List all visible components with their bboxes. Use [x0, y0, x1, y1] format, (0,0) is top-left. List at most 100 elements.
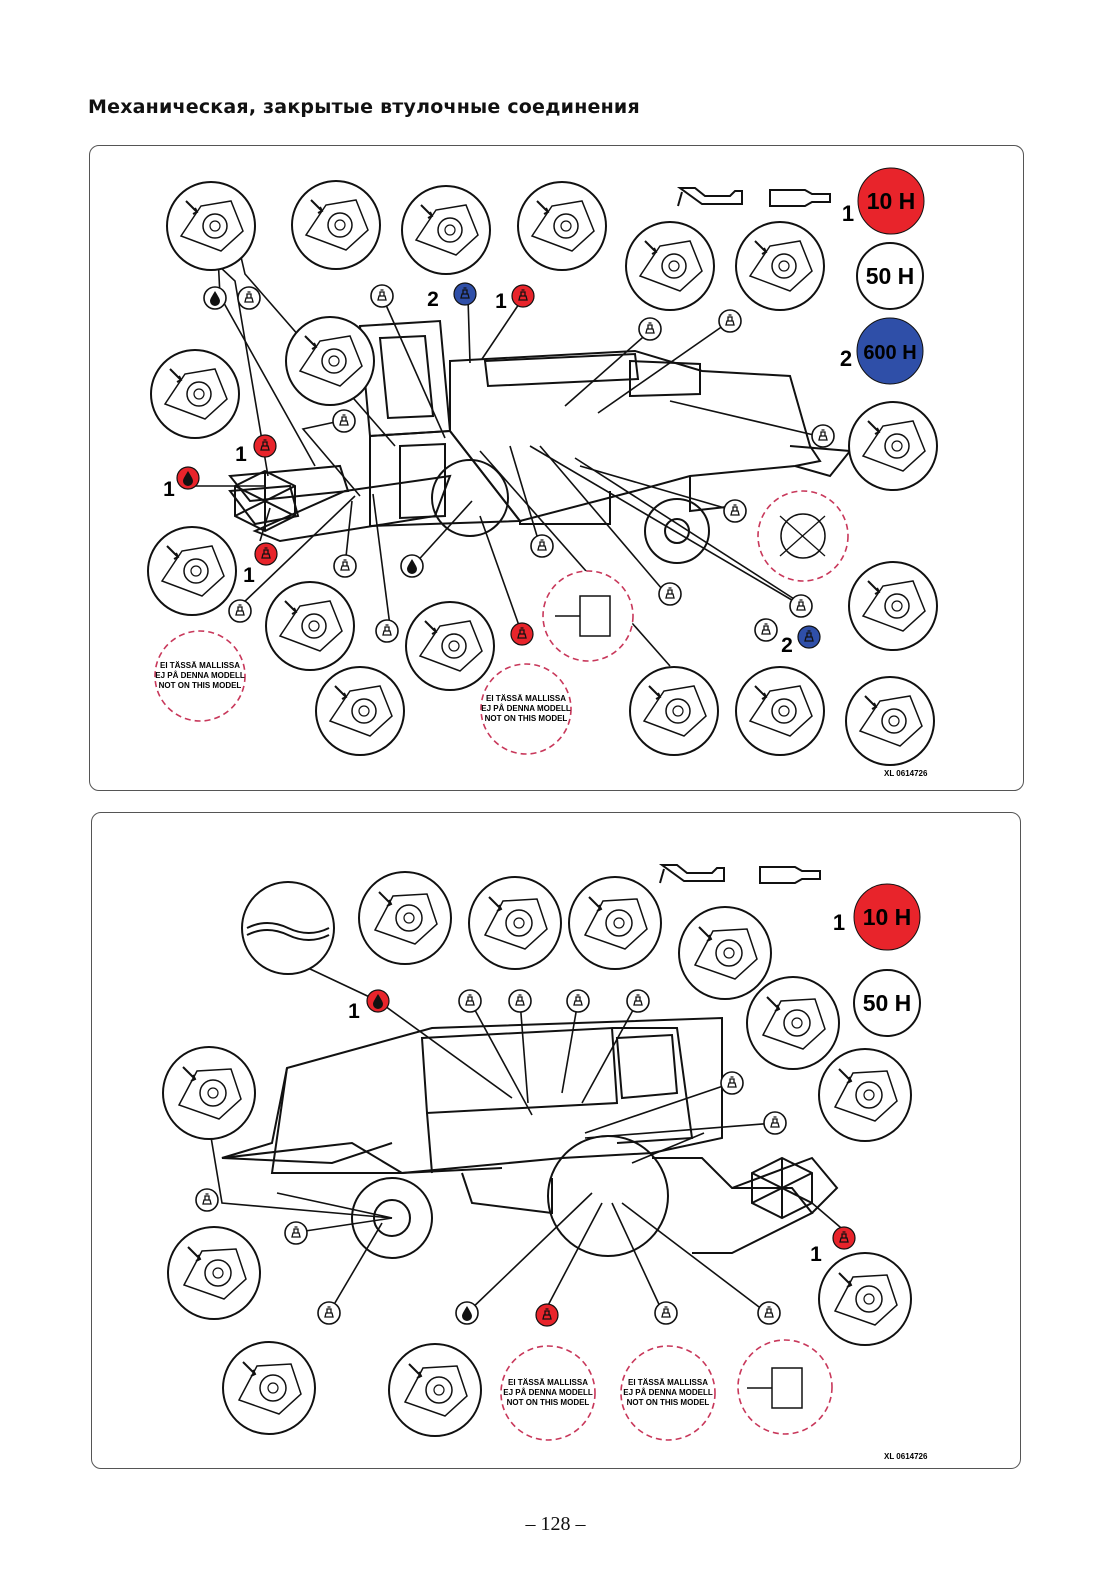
not-on-model-line-1: EI TÄSSÄ MALLISSA [486, 694, 566, 703]
grease-gun-icon [769, 189, 831, 207]
dashed-detail [737, 1339, 833, 1435]
not-on-model-left: EI TÄSSÄ MALLISSA EJ PÅ DENNA MODELL NOT… [154, 630, 246, 722]
grease-nipple-icon [333, 554, 357, 578]
detail-circle-11 [265, 581, 355, 671]
not-on-model-line-1: EI TÄSSÄ MALLISSA [628, 1378, 708, 1387]
grease-nipple-icon [718, 309, 742, 333]
detail-circle-15 [735, 666, 825, 756]
grease-nipple-icon [453, 282, 477, 306]
callout-number: 1 [235, 443, 247, 466]
not-on-model-line-2: EJ PÅ DENNA MODELL [155, 671, 245, 680]
detail-circle-6 [735, 221, 825, 311]
page-number: – 128 – [525, 1513, 586, 1535]
not-on-model-line-2: EJ PÅ DENNA MODELL [481, 704, 571, 713]
detail-circle-5 [625, 221, 715, 311]
legend-label-50h: 50 H [863, 990, 912, 1016]
oil-drop-icon [400, 554, 424, 578]
detail-circle-5 [746, 976, 840, 1070]
combine-diagram-bottom: EI TÄSSÄ MALLISSA EJ PÅ DENNA MODELL NOT… [162, 864, 928, 1461]
grease-nipple-icon [654, 1301, 678, 1325]
dashed-detail-2 [542, 570, 634, 662]
grease-nipple-icon [530, 534, 554, 558]
detail-circle-4 [517, 181, 607, 271]
grease-nipple-icon [535, 1303, 559, 1327]
callout-number: 2 [427, 288, 439, 311]
detail-circle-13 [315, 666, 405, 756]
detail-circle-4 [678, 906, 772, 1000]
grease-nipple-icon [195, 1188, 219, 1212]
detail-circle-2 [291, 180, 381, 270]
detail-circle-8 [150, 349, 240, 439]
grease-nipple-icon [638, 317, 662, 341]
detail-circle-1 [358, 871, 452, 965]
grease-nipple-icon [284, 1221, 308, 1245]
grease-nipple-icon [458, 989, 482, 1013]
legend-label-10h: 10 H [867, 188, 916, 214]
grease-nipple-icon [253, 434, 277, 458]
legend-number: 2 [840, 346, 852, 371]
grease-nipple-icon [332, 409, 356, 433]
dashed-detail-1 [757, 490, 849, 582]
grease-nipple-icon [511, 284, 535, 308]
callout-number: 1 [243, 564, 255, 587]
oil-can-icon [676, 187, 743, 207]
detail-circle-1 [166, 181, 256, 271]
detail-circle-6 [818, 1048, 912, 1142]
combine-outline [228, 319, 852, 564]
not-on-model-line-3: NOT ON THIS MODEL [485, 714, 568, 723]
not-on-model-1: EI TÄSSÄ MALLISSA EJ PÅ DENNA MODELL NOT… [500, 1345, 596, 1441]
legend: 1 10 H 50 H [833, 883, 921, 1037]
oil-drop-icon [203, 286, 227, 310]
not-on-model-2: EI TÄSSÄ MALLISSA EJ PÅ DENNA MODELL NOT… [620, 1345, 716, 1441]
grease-nipple-icon [789, 594, 813, 618]
not-on-model-line-1: EI TÄSSÄ MALLISSA [508, 1378, 588, 1387]
oil-drop-icon [455, 1301, 479, 1325]
not-on-model-line-3: NOT ON THIS MODEL [627, 1398, 710, 1407]
legend: 1 10 H 50 H 2 600 H [840, 167, 925, 385]
callout-number: 1 [348, 1000, 360, 1023]
detail-circle-2 [468, 876, 562, 970]
grease-nipple-icon [626, 989, 650, 1013]
legend-number: 1 [842, 201, 854, 226]
callout-number: 2 [781, 634, 793, 657]
grease-nipple-icon [763, 1111, 787, 1135]
leader-lines [206, 967, 848, 1314]
drawing-code: XL 0614726 [884, 769, 928, 778]
detail-circle-7 [285, 316, 375, 406]
grease-nipple-icon [370, 284, 394, 308]
detail-circle-12 [405, 601, 495, 691]
detail-circle-10 [388, 1343, 482, 1437]
grease-nipple-icon [754, 618, 778, 642]
grease-nipple-icon [510, 622, 534, 646]
not-on-model-line-3: NOT ON THIS MODEL [507, 1398, 590, 1407]
detail-circle-9 [222, 1341, 316, 1435]
combine-diagram-top: EI TÄSSÄ MALLISSA EJ PÅ DENNA MODELL NOT… [147, 167, 938, 778]
not-on-model-line-2: EJ PÅ DENNA MODELL [623, 1388, 713, 1397]
oil-drop-icon [176, 466, 200, 490]
grease-nipple-icon [508, 989, 532, 1013]
grease-nipple-icon [317, 1301, 341, 1325]
detail-circle-17 [848, 561, 938, 651]
grease-nipple-icon [797, 625, 821, 649]
not-on-model-line-1: EI TÄSSÄ MALLISSA [160, 661, 240, 670]
grease-nipple-icon [658, 582, 682, 606]
lubrication-diagram-top: EI TÄSSÄ MALLISSA EJ PÅ DENNA MODELL NOT… [89, 145, 1024, 791]
grease-nipple-icon [757, 1301, 781, 1325]
oil-can-icon [658, 864, 725, 884]
detail-circle-9 [848, 401, 938, 491]
combine-outline [221, 1016, 839, 1259]
grease-nipple-icon [811, 424, 835, 448]
callout-number: 1 [495, 290, 507, 313]
grease-nipple-icon [720, 1071, 744, 1095]
page-title: Механическая, закрытые втулочные соедине… [88, 96, 640, 118]
legend-label-50h: 50 H [866, 263, 915, 289]
callout-number: 1 [810, 1243, 822, 1266]
grease-nipple-icon [832, 1226, 856, 1250]
detail-circle-3 [568, 876, 662, 970]
sieve-hexagon [234, 469, 296, 533]
grease-nipple-icon [228, 599, 252, 623]
detail-circle-8 [167, 1226, 261, 1320]
detail-circle-16 [845, 676, 935, 766]
legend-label-10h: 10 H [863, 904, 912, 930]
grease-gun-icon [759, 866, 821, 884]
